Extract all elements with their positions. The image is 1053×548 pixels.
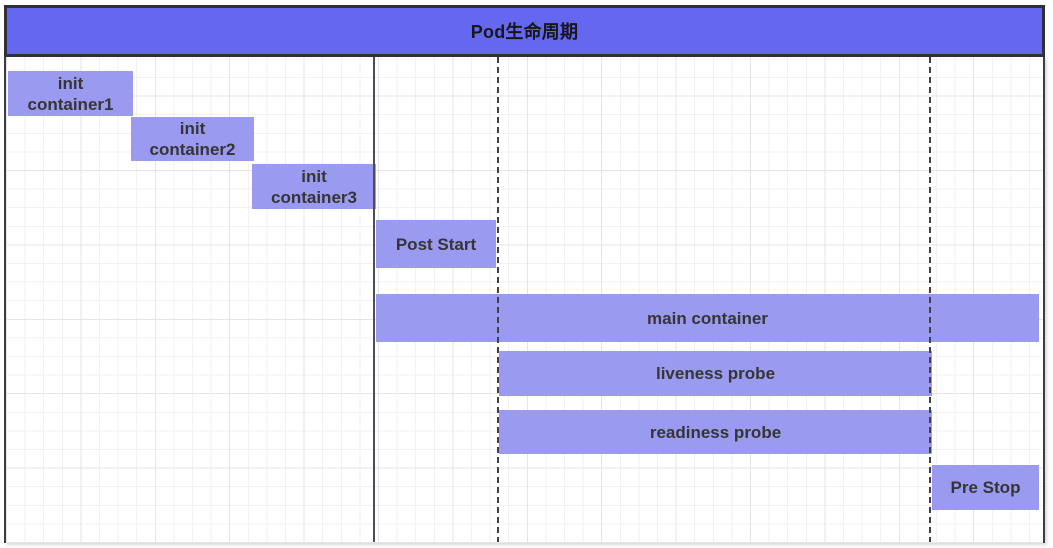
bar-main-container: main container	[376, 294, 1039, 342]
bar-readiness-probe: readiness probe	[499, 410, 932, 454]
diagram-title-bar: Pod生命周期	[4, 5, 1045, 57]
bar-init-container3: init container3	[252, 164, 376, 209]
bar-init-container1: init container1	[8, 71, 133, 116]
phase-line-init-end	[373, 57, 375, 542]
phase-line-prestop-start	[929, 57, 931, 542]
phase-line-probes-start	[497, 57, 499, 542]
bar-post-start: Post Start	[376, 220, 496, 268]
diagram-title: Pod生命周期	[470, 22, 579, 42]
bar-init-container2: init container2	[131, 117, 254, 161]
bar-liveness-probe: liveness probe	[499, 351, 932, 396]
bar-pre-stop: Pre Stop	[932, 465, 1039, 510]
